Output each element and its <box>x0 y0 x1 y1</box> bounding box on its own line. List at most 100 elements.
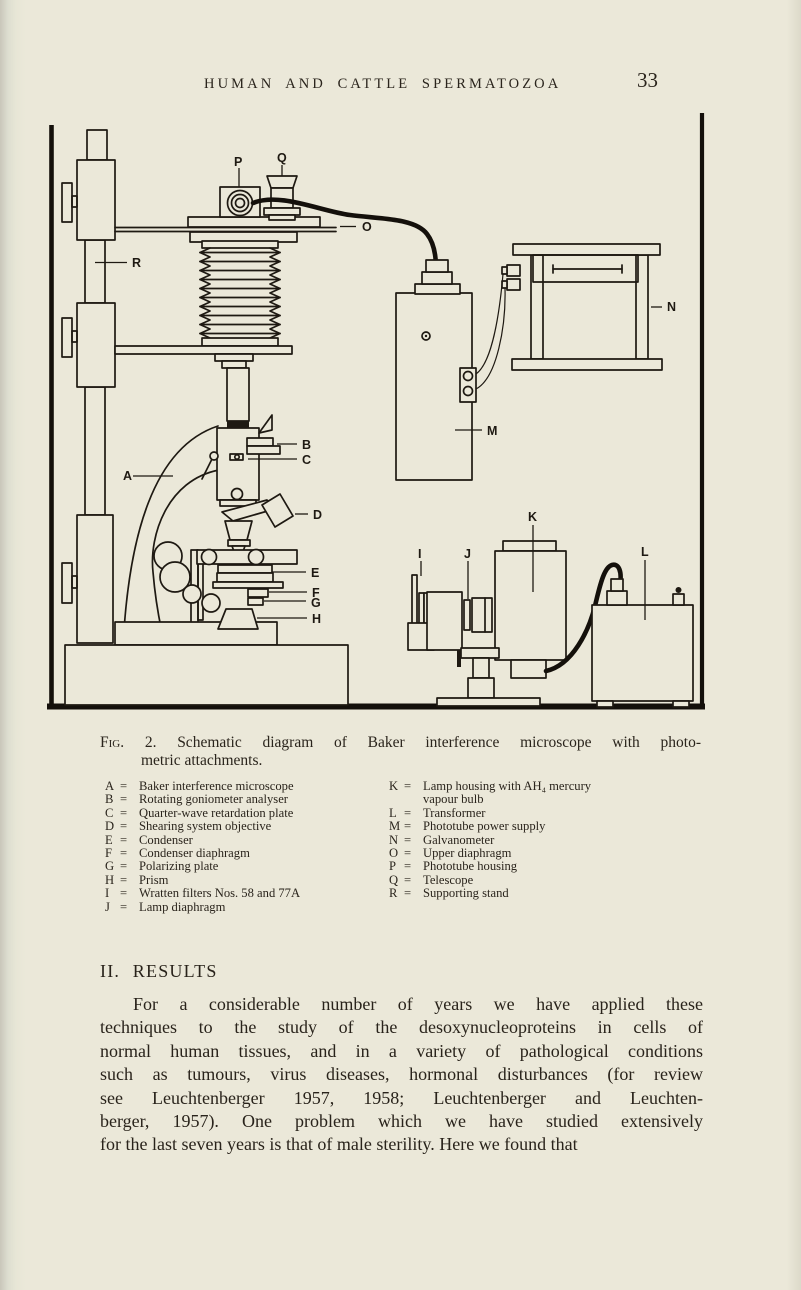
focus-knobs <box>153 541 221 613</box>
equals-sign: = <box>120 872 128 887</box>
paragraph-line: normal human tissues, and in a variety o… <box>100 1040 703 1061</box>
diagram-label-q: Q <box>277 151 287 165</box>
legend-item-p: P = Phototube housing <box>389 859 639 874</box>
equals-sign: = <box>120 819 128 834</box>
diagram-label-b: B <box>302 438 311 452</box>
telescope <box>263 175 301 221</box>
diagram-label-k: K <box>528 510 537 524</box>
diagram-label-c: C <box>302 453 311 467</box>
legend-desc: Phototube housing <box>423 859 518 874</box>
phototube-cable <box>250 197 439 271</box>
legend-key: J <box>105 899 110 914</box>
equals-sign: = <box>404 872 412 887</box>
section-heading: II. RESULTS <box>100 961 218 981</box>
legend-item-n: N=Galvanometer <box>389 832 639 847</box>
paragraph-line: berger, 1957). One problem which we have… <box>100 1111 703 1132</box>
equals-sign: = <box>404 886 412 901</box>
equals-sign: = <box>120 805 128 820</box>
legend-desc: Condenser <box>139 832 193 847</box>
lamp-diaphragm <box>426 591 493 651</box>
legend-desc: Telescope <box>423 872 474 887</box>
legend-item-r: R=Supporting stand <box>389 886 639 901</box>
legend-item-q: Q = Telescope <box>389 872 639 887</box>
stage-assembly <box>196 548 298 606</box>
legend-key: A <box>105 779 115 793</box>
legend-key: M <box>389 819 401 834</box>
diagram-label-i: I <box>418 547 421 561</box>
legend-key: Q <box>389 872 399 887</box>
legend-item-k: K=Lamp housing with AH₄ mercury vapour b… <box>389 779 639 807</box>
legend-desc: Wratten filters Nos. 58 and 77A <box>139 886 301 901</box>
phototube-power-supply <box>395 259 477 481</box>
legend-item-h: H = Prism <box>105 872 375 887</box>
legend-key: B <box>105 792 114 807</box>
equals-sign: = <box>404 859 412 874</box>
legend-item-a: A = Baker interference microscope <box>105 779 375 793</box>
equals-sign: = <box>120 832 128 847</box>
legend-desc: Condenser diaphragm <box>139 846 250 861</box>
paragraph-line: For a considerable number of years we ha… <box>133 994 703 1014</box>
legend-key: O <box>389 846 399 861</box>
diagram-label-e: E <box>311 566 319 580</box>
diagram-label-a: A <box>123 469 132 483</box>
figure-caption-continuation: metric attachments. <box>141 752 263 769</box>
legend-item-g: G = Polarizing plate <box>105 859 375 874</box>
legend-item-o: O = Upper diaphragm <box>389 846 639 861</box>
legend-key: L <box>389 805 397 820</box>
diagram-label-l: L <box>641 545 649 559</box>
equals-sign: = <box>120 859 128 874</box>
figure-legend-right: K=Lamp housing with AH₄ mercury vapour b… <box>389 779 639 901</box>
body-paragraph: For a considerable number of years we ha… <box>100 993 703 1157</box>
supporting-stand <box>61 129 116 644</box>
diagram-label-m: M <box>487 424 497 438</box>
equals-sign: = <box>120 792 128 807</box>
legend-key: D <box>105 819 115 834</box>
equals-sign: = <box>404 832 412 847</box>
legend-key: N <box>389 832 399 847</box>
microscope-base <box>64 608 349 706</box>
legend-key: K <box>389 779 399 793</box>
figure-caption-text: Schematic diagram of Baker interference … <box>177 734 701 751</box>
legend-desc: Polarizing plate <box>139 859 219 874</box>
legend-key: F <box>105 846 113 861</box>
equals-sign: = <box>404 805 412 820</box>
lower-arm-plate <box>114 345 293 369</box>
diagram-label-n: N <box>667 300 676 314</box>
running-title: HUMAN AND CATTLE SPERMATOZOA <box>204 76 562 92</box>
prism <box>217 608 259 630</box>
legend-key: P <box>389 859 397 874</box>
legend-item-m: M=Phototube power supply <box>389 819 639 834</box>
equals-sign: = <box>404 819 412 834</box>
legend-desc: Shearing system objective <box>139 819 272 834</box>
transformer <box>591 578 694 708</box>
lamp-housing <box>436 540 567 707</box>
bellows <box>199 240 281 347</box>
legend-desc: Lamp diaphragm <box>139 899 226 914</box>
figure-2-diagram: P Q O R N M A B C D E F G H K I J L <box>47 113 705 710</box>
equals-sign: = <box>404 846 412 861</box>
paragraph-line: see Leuchtenberger 1957, 1958; Leuchtenb… <box>100 1087 703 1108</box>
legend-desc: Upper diaphragm <box>423 846 512 861</box>
legend-item-l: L = Transformer <box>389 805 639 820</box>
equals-sign: = <box>404 779 412 793</box>
legend-key: H <box>105 872 115 887</box>
diagram-label-r: R <box>132 256 141 270</box>
figure-caption: Fig. 2. Schematic diagram of Baker inter… <box>100 733 701 752</box>
legend-desc: Prism <box>139 872 169 887</box>
diagram-label-f: F <box>312 586 320 600</box>
equals-sign: = <box>120 779 128 793</box>
legend-key: G <box>105 859 115 874</box>
upper-diaphragm-assembly <box>114 216 337 243</box>
legend-item-i: I=Wratten filters Nos. 58 and 77A <box>105 886 375 901</box>
lamp-cable <box>543 562 623 674</box>
paragraph-line: for the last seven years is that of male… <box>100 1134 578 1155</box>
diagram-labels: P Q O R N M A B C D E F G H K I J L <box>123 151 676 626</box>
legend-desc: Baker interference microscope <box>139 779 294 793</box>
legend-desc: Transformer <box>423 805 486 820</box>
legend-key: C <box>105 805 114 820</box>
legend-key: R <box>389 886 398 901</box>
equals-sign: = <box>120 886 128 901</box>
figure-legend-left: A=Baker interference microscope B=Rotati… <box>105 779 375 914</box>
diagram-label-d: D <box>313 508 322 522</box>
